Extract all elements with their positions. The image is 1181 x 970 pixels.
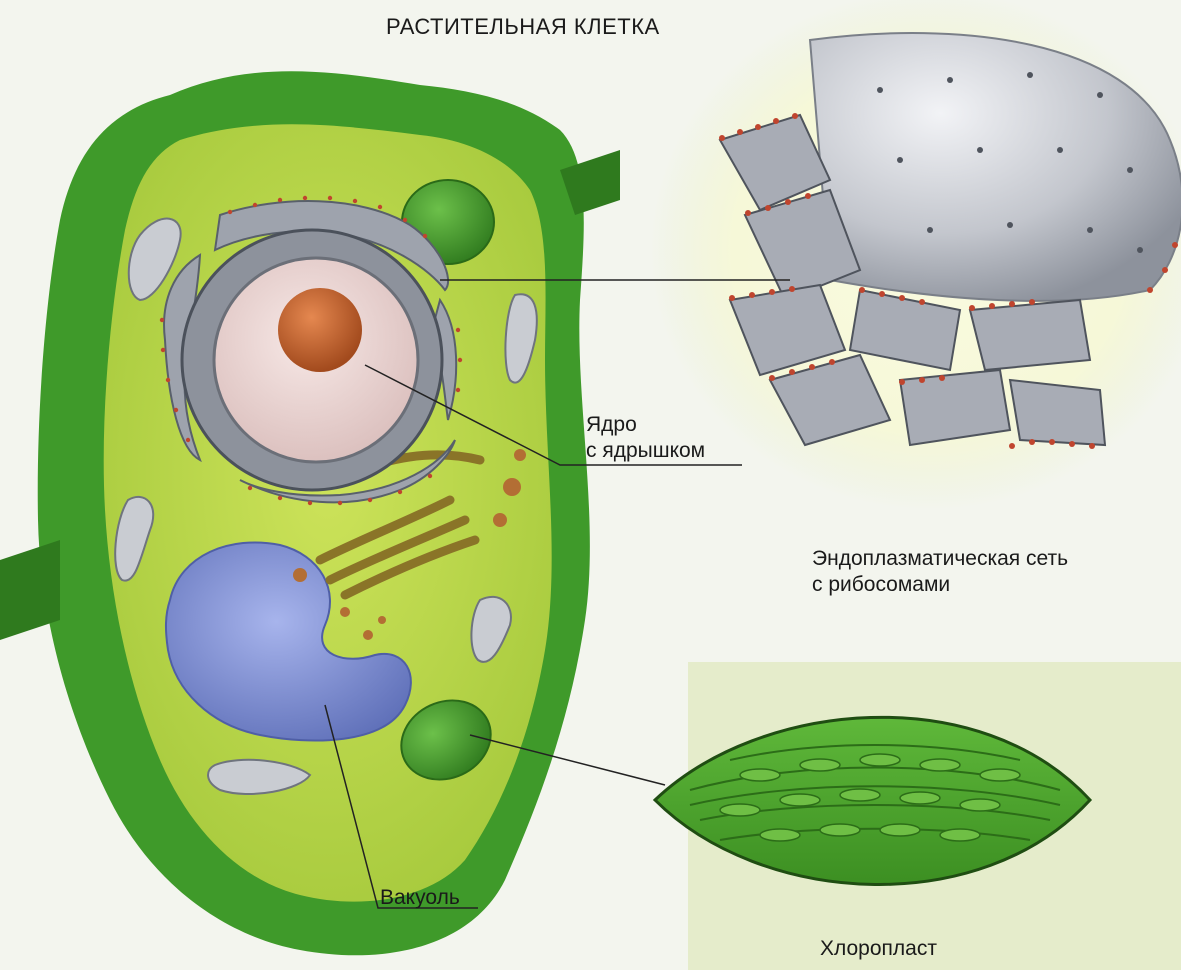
diagram-title: РАСТИТЕЛЬНАЯ КЛЕТКА [386,14,660,40]
label-er: Эндоплазматическая сеть с рибосомами [812,546,1068,598]
nucleolus [278,288,362,372]
label-nucleus-line2: с ядрышком [586,438,711,464]
label-er-line2: с рибосомами [812,572,1068,598]
label-nucleus-line1: Ядро [586,412,711,438]
label-vacuole: Вакуоль [380,885,460,911]
plant-cell [0,71,620,955]
label-nucleus: Ядро с ядрышком [586,412,711,464]
label-chloroplast: Хлоропласт [820,936,937,962]
label-er-line1: Эндоплазматическая сеть [812,546,1068,572]
